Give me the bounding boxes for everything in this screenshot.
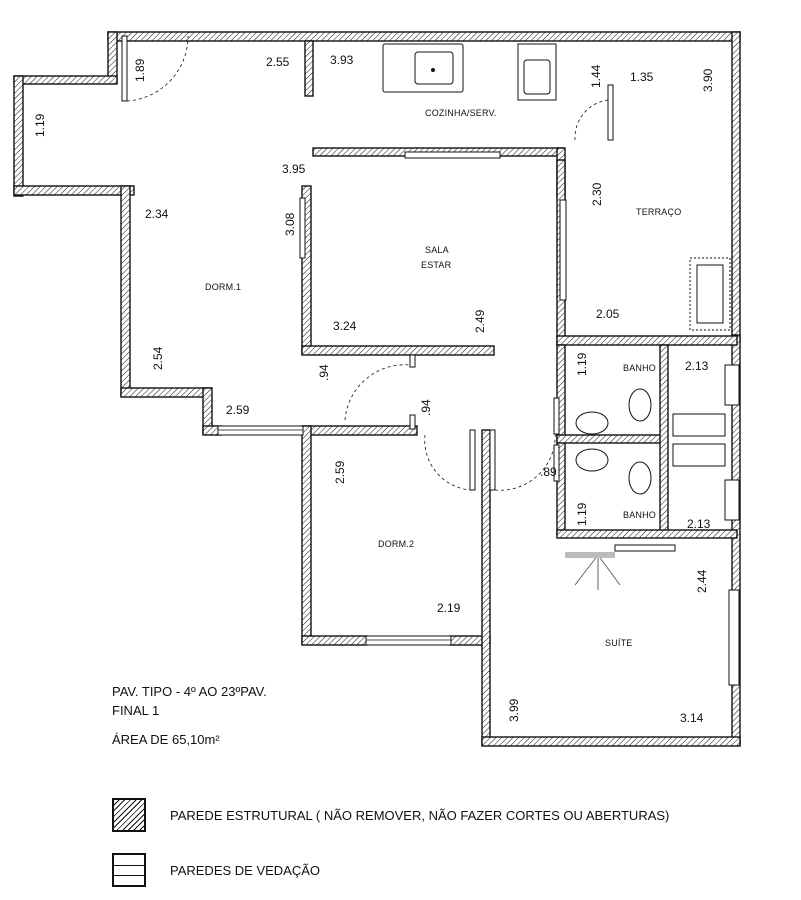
room-label-estar: ESTAR — [421, 260, 452, 270]
room-label-dorm2: DORM.2 — [378, 539, 414, 549]
legend-sealing-label: PAREDES DE VEDAÇÃO — [170, 862, 321, 878]
dimension-label: 2.55 — [266, 55, 290, 69]
dimension-label: 3.08 — [283, 212, 297, 236]
floor-info: PAV. TIPO - 4º AO 23ºPAV. FINAL 1 ÁREA D… — [112, 684, 267, 748]
dimension-label: .94 — [317, 364, 331, 381]
dimension-label: 3.14 — [680, 711, 704, 725]
laundry-tank — [517, 43, 557, 101]
dimension-label: 2.13 — [687, 517, 711, 531]
dimension-label: 2.05 — [596, 307, 620, 321]
unit-final: FINAL 1 — [112, 703, 160, 718]
dimension-label: 2.54 — [151, 346, 165, 370]
dimension-label: 3.90 — [701, 68, 715, 92]
dimension-label: 2.34 — [145, 207, 169, 221]
room-label-cozinha: COZINHA/SERV. — [425, 108, 497, 118]
dimension-label: 2.59 — [226, 403, 250, 417]
dimension-label: 2.30 — [590, 182, 604, 206]
dimension-label: 1.44 — [589, 64, 603, 88]
bath-fixtures — [575, 388, 726, 495]
room-label-banho-top: BANHO — [623, 363, 656, 373]
hatched-wall-swatch — [112, 798, 146, 832]
dimension-label: 3.99 — [507, 698, 521, 722]
dimension-label: .94 — [419, 399, 433, 416]
dimension-label: 3.95 — [282, 162, 306, 176]
room-label-sala: SALA — [425, 245, 449, 255]
kitchen-sink — [382, 43, 464, 93]
legend-structural: PAREDE ESTRUTURAL ( NÃO REMOVER, NÃO FAZ… — [112, 798, 669, 832]
dimension-label: 1.19 — [575, 502, 589, 526]
doors — [121, 35, 614, 491]
room-label-banho-bottom: BANHO — [623, 510, 656, 520]
floor-range: PAV. TIPO - 4º AO 23ºPAV. — [112, 684, 267, 699]
dimension-label: 1.19 — [575, 352, 589, 376]
dimension-label: 3.24 — [333, 319, 357, 333]
room-label-suite: SUÍTE — [605, 638, 633, 648]
room-label-dorm1: DORM.1 — [205, 282, 241, 292]
dimension-label: 2.44 — [695, 569, 709, 593]
dimension-label: 2.59 — [333, 460, 347, 484]
dimension-label: 1.19 — [33, 113, 47, 137]
dimension-label: 2.49 — [473, 309, 487, 333]
unit-area: ÁREA DE 65,10m² — [112, 732, 220, 747]
dimension-label: 2.19 — [437, 601, 461, 615]
legend-sealing: PAREDES DE VEDAÇÃO — [112, 853, 320, 887]
dimension-label: 2.13 — [685, 359, 709, 373]
vent-arrows — [565, 552, 621, 590]
plain-wall-swatch — [112, 853, 146, 887]
dimension-label: 1.35 — [630, 70, 654, 84]
dimension-label: 1.89 — [133, 58, 147, 82]
dimension-label: 3.93 — [330, 53, 354, 67]
legend-structural-label: PAREDE ESTRUTURAL ( NÃO REMOVER, NÃO FAZ… — [170, 807, 670, 823]
terrace-grill — [689, 257, 731, 331]
dimension-label: .89 — [540, 465, 557, 479]
windows — [217, 151, 740, 686]
room-label-terraco: TERRAÇO — [636, 207, 681, 217]
